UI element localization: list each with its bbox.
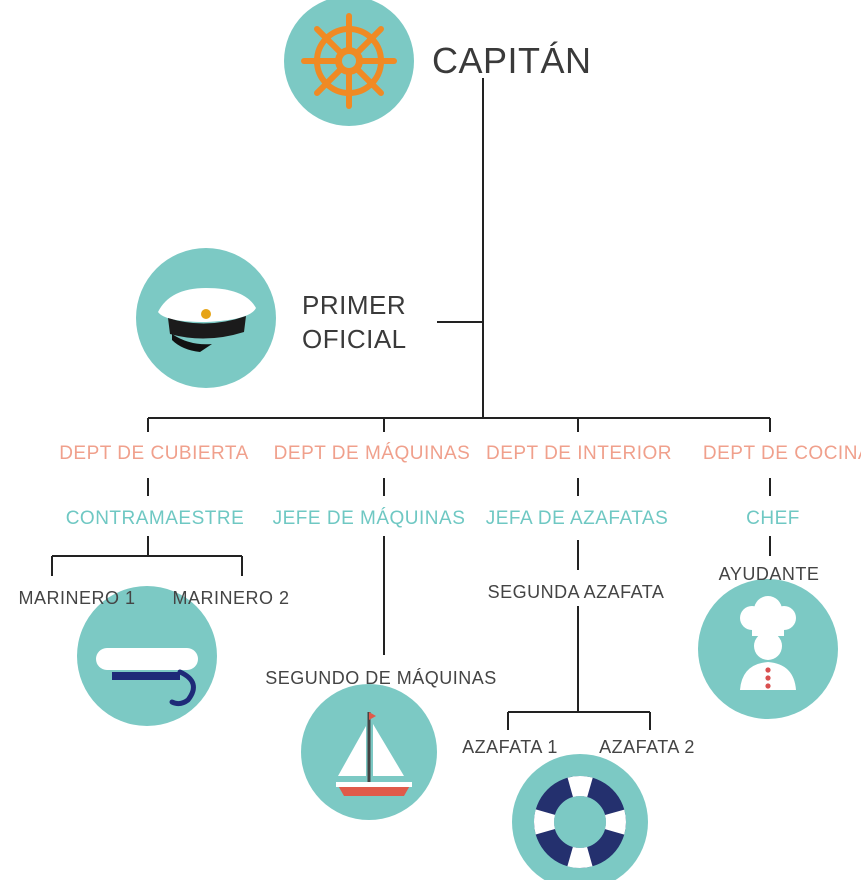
head-interior: JEFA DE AZAFATAS: [485, 508, 669, 529]
staff-deck-1: MARINERO 1: [18, 588, 136, 608]
second-interior: SEGUNDA AZAFATA: [487, 582, 665, 602]
head-engine: JEFE DE MÁQUINAS: [272, 508, 466, 529]
first-officer-line1: PRIMER: [302, 290, 407, 320]
dept-interior: DEPT DE INTERIOR: [485, 443, 673, 464]
captain-hat-icon: [136, 248, 276, 388]
head-galley: CHEF: [746, 508, 800, 529]
staff-deck-2: MARINERO 2: [172, 588, 290, 608]
first-officer-line2: OFICIAL: [302, 324, 407, 354]
dept-engine: DEPT DE MÁQUINAS: [273, 443, 471, 464]
staff-interior-2: AZAFATA 2: [599, 737, 695, 757]
staff-engine-1: SEGUNDO DE MÁQUINAS: [265, 668, 497, 688]
ship-wheel-icon: [284, 0, 414, 126]
head-deck: CONTRAMAESTRE: [65, 508, 245, 529]
sailboat-icon: [301, 684, 437, 820]
staff-interior-1: AZAFATA 1: [462, 737, 558, 757]
dept-deck: DEPT DE CUBIERTA: [59, 443, 249, 464]
dept-galley: DEPT DE COCINA: [702, 443, 861, 464]
chef-icon: [698, 579, 838, 719]
sailor-hat-icon: [77, 586, 217, 726]
captain-label: CAPITÁN: [432, 40, 592, 81]
life-ring-icon: [512, 754, 648, 880]
staff-galley-1: AYUDANTE: [718, 564, 820, 584]
